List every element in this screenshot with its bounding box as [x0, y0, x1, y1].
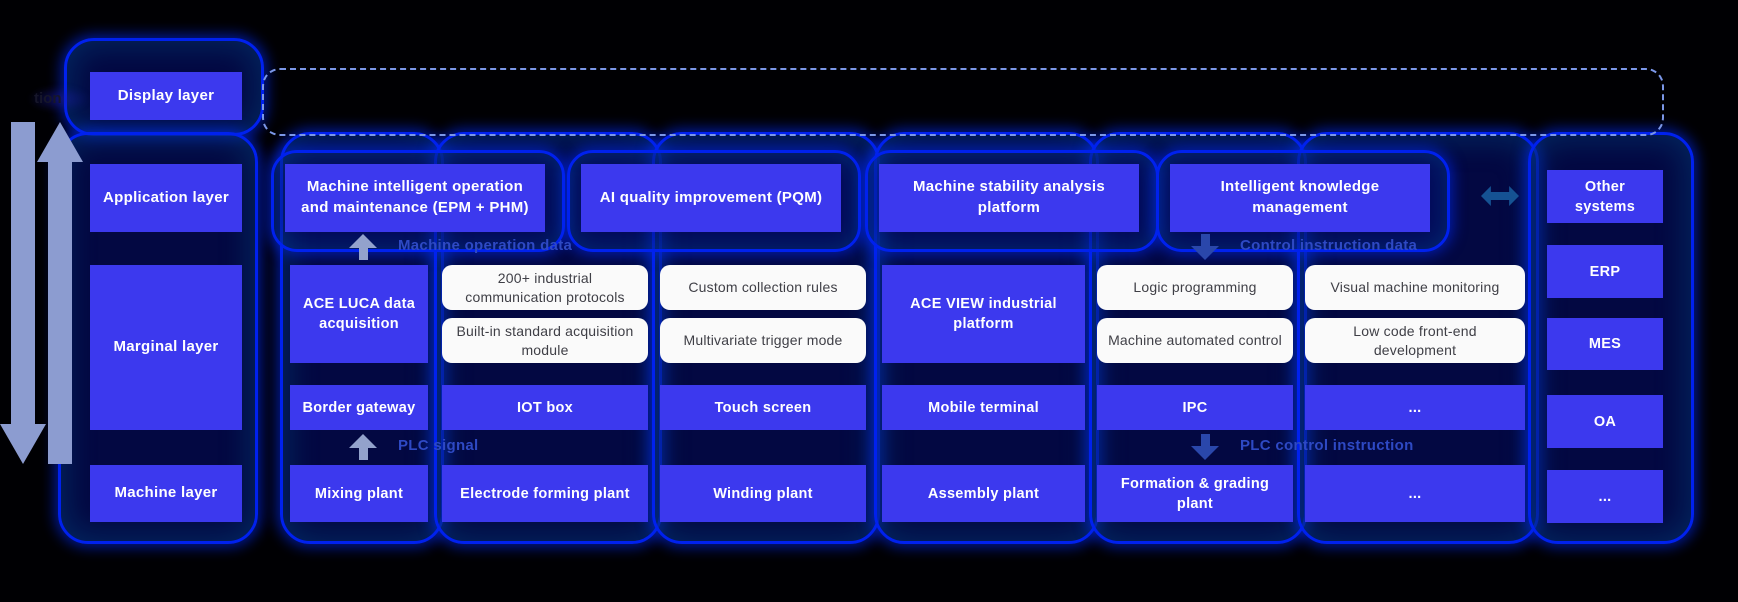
white-box-logic-programming: Logic programming	[1097, 265, 1293, 310]
device-box-mobile-terminal: Mobile terminal	[882, 385, 1085, 430]
down-arrow-icon	[1190, 434, 1220, 460]
device-box-iot-box: IOT box	[442, 385, 648, 430]
device-box-ipc: IPC	[1097, 385, 1293, 430]
big-up-arrow-icon	[37, 122, 83, 464]
up-arrow-icon	[348, 434, 378, 460]
external-box-erp: ERP	[1547, 245, 1663, 298]
app-box-knowledge: Intelligent knowledge management	[1170, 164, 1430, 232]
machine-box-ellipsis: ...	[1305, 465, 1525, 522]
app-box-epm: Machine intelligent operation and mainte…	[285, 164, 545, 232]
flow-label-control-instruction-data: Control instruction data	[1240, 237, 1418, 254]
artifact-glow	[28, 86, 90, 112]
white-box-multivariate: Multivariate trigger mode	[660, 318, 866, 363]
machine-box-formation-plant: Formation & grading plant	[1097, 465, 1293, 522]
flow-label-plc-control-instruction: PLC control instruction	[1240, 437, 1414, 454]
external-box-other-systems: Other systems	[1547, 170, 1663, 223]
app-box-stability: Machine stability analysis platform	[879, 164, 1139, 232]
white-box-machine-automated: Machine automated control	[1097, 318, 1293, 363]
white-box-low-code: Low code front-end development	[1305, 318, 1525, 363]
white-box-visual-monitoring: Visual machine monitoring	[1305, 265, 1525, 310]
dashed-connection-frame	[262, 68, 1664, 136]
device-box-touch-screen: Touch screen	[660, 385, 866, 430]
external-box-mes: MES	[1547, 318, 1663, 370]
white-box-protocols: 200+ industrial communication protocols	[442, 265, 648, 310]
marginal-layer-label: Marginal layer	[90, 265, 242, 430]
flow-label-machine-operation-data: Machine operation data	[398, 237, 573, 254]
marginal-box-ace-view: ACE VIEW industrial platform	[882, 265, 1085, 363]
app-box-pqm: AI quality improvement (PQM)	[581, 164, 841, 232]
flow-label-plc-signal: PLC signal	[398, 437, 479, 454]
machine-box-mixing-plant: Mixing plant	[290, 465, 428, 522]
external-box-oa: OA	[1547, 395, 1663, 448]
bidirectional-arrow-icon	[1481, 186, 1519, 206]
device-box-border-gateway: Border gateway	[290, 385, 428, 430]
down-arrow-icon	[1190, 234, 1220, 260]
up-arrow-icon	[348, 234, 378, 260]
marginal-box-ace-luca: ACE LUCA data acquisition	[290, 265, 428, 363]
external-box-ellipsis: ...	[1547, 470, 1663, 523]
machine-box-electrode-plant: Electrode forming plant	[442, 465, 648, 522]
display-layer-label: Display layer	[90, 72, 242, 120]
machine-layer-label: Machine layer	[90, 465, 242, 522]
machine-box-winding-plant: Winding plant	[660, 465, 866, 522]
left-text-fragment: tion	[34, 90, 62, 107]
application-layer-label: Application layer	[90, 164, 242, 232]
white-box-custom-rules: Custom collection rules	[660, 265, 866, 310]
big-down-arrow-icon	[0, 122, 46, 464]
device-box-ellipsis: ...	[1305, 385, 1525, 430]
white-box-builtin-module: Built-in standard acquisition module	[442, 318, 648, 363]
machine-box-assembly-plant: Assembly plant	[882, 465, 1085, 522]
